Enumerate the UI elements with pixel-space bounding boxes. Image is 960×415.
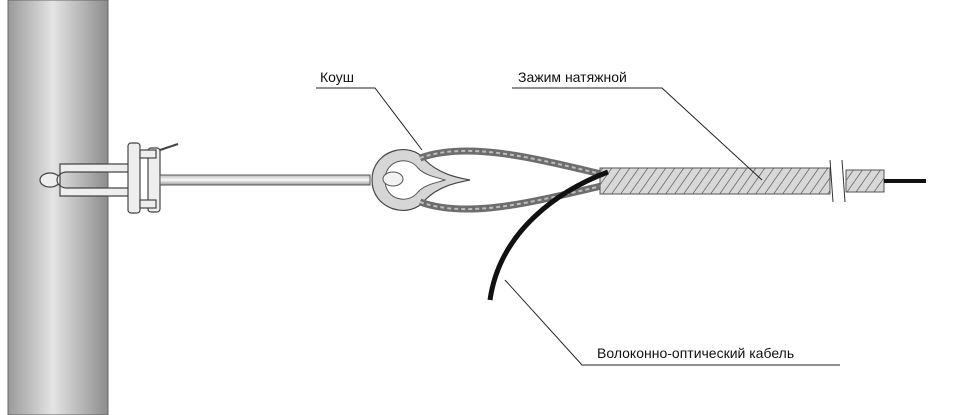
shackle	[39, 142, 179, 214]
clamp-leader	[512, 87, 763, 181]
tension-clamp-body	[599, 167, 831, 195]
thimble-label: Коуш	[320, 69, 354, 85]
helical-wire-loop	[418, 147, 611, 213]
pole	[7, 0, 109, 415]
tension-clamp-label: Зажим натяжной	[518, 69, 627, 85]
thimble-leader	[316, 87, 423, 151]
cable-leader	[504, 279, 840, 366]
tension-rod	[159, 174, 371, 186]
fiber-cable	[487, 169, 609, 301]
thimble	[371, 149, 471, 211]
fiber-cable-label: Волоконно-оптический кабель	[597, 345, 794, 361]
tension-clamp-end	[845, 169, 885, 193]
